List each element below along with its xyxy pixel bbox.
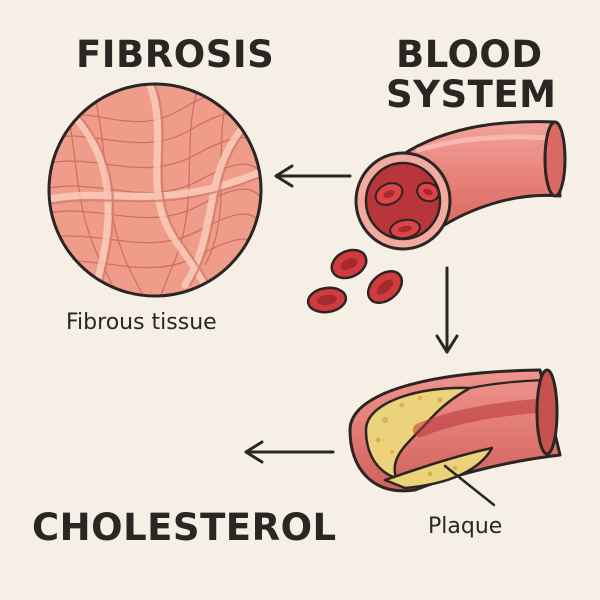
arrow-to-plaque bbox=[435, 266, 459, 354]
blood-vessel bbox=[354, 120, 567, 251]
arrow-to-fibrosis bbox=[274, 164, 352, 188]
blood-system-heading-line1: BLOOD bbox=[396, 33, 543, 76]
plaque-leader-line bbox=[443, 464, 496, 507]
vessel-opening bbox=[354, 151, 452, 251]
artery-with-plaque bbox=[348, 368, 562, 507]
fibrous-tissue-caption: Fibrous tissue bbox=[66, 310, 217, 335]
red-blood-cell bbox=[366, 269, 404, 305]
red-blood-cells bbox=[306, 248, 404, 314]
fibrous-tissue-disc bbox=[47, 82, 263, 298]
cholesterol-heading: CHOLESTEROL bbox=[32, 506, 337, 549]
arrow-to-cholesterol bbox=[244, 440, 335, 464]
red-blood-cell bbox=[330, 248, 368, 280]
fibrosis-heading: FIBROSIS bbox=[76, 33, 275, 76]
blood-system-heading-line2: SYSTEM bbox=[386, 73, 557, 116]
plaque-label: Plaque bbox=[428, 514, 503, 539]
red-blood-cell bbox=[306, 286, 348, 314]
